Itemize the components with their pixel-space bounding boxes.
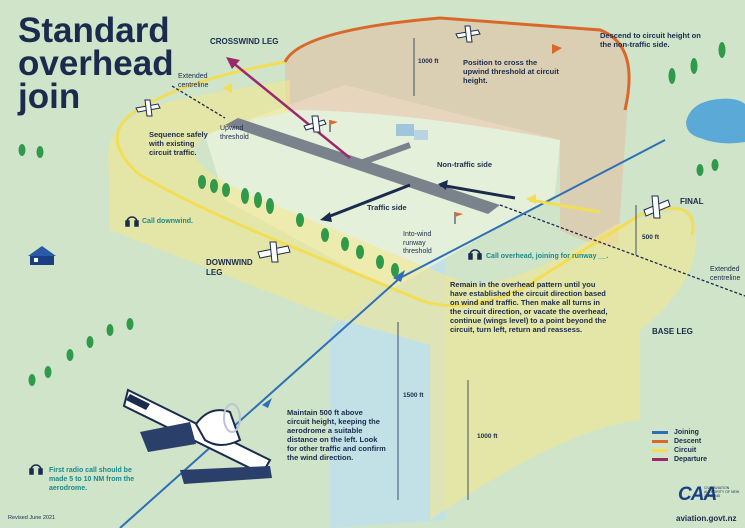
runway	[225, 118, 500, 214]
joining-arrow-2	[393, 270, 405, 282]
extended-centreline-label-right: Extended centreline	[710, 266, 741, 282]
first-call-note: First radio call should be made 5 to 10 …	[49, 467, 135, 492]
altitude-mid: 1500 ft	[403, 392, 424, 399]
call-downwind-note: Call downwind.	[142, 218, 193, 225]
lake-icon	[686, 98, 745, 144]
altitude-top: 1000 ft	[418, 58, 439, 65]
circuit-wall	[108, 80, 696, 520]
website-link[interactable]: aviation.govt.nz	[676, 514, 737, 523]
legend-label: Departure	[674, 456, 708, 463]
descent-wall	[285, 18, 630, 246]
crosswind-leg-label: CROSSWIND LEG	[210, 37, 279, 46]
non-traffic-side-label: Non-traffic side	[437, 160, 493, 169]
windsock-icon	[329, 120, 338, 132]
upwind-threshold-label: Upwind threshold	[220, 125, 249, 141]
caa-logo: CAA	[678, 484, 717, 505]
airplane-icon	[135, 25, 671, 263]
altitude-final: 500 ft	[642, 234, 659, 241]
base-leg-label: BASE LEG	[652, 327, 693, 336]
call-overhead-note: Call overhead, joining for runway __.	[486, 253, 609, 260]
position-note: Position to cross the upwind threshold a…	[463, 58, 559, 85]
extended-centreline-left	[171, 85, 226, 119]
departure-arrow	[226, 57, 240, 69]
hangar-icon	[396, 124, 428, 140]
extended-centreline-right	[499, 204, 745, 297]
legend-swatch	[652, 449, 668, 452]
legend-item-circuit: Circuit	[652, 446, 736, 455]
legend-swatch	[652, 431, 668, 434]
legend-item-departure: Departure	[652, 455, 736, 464]
page-title: Standard overhead join	[18, 11, 188, 116]
airplane-icon	[122, 388, 272, 484]
sequence-note: Sequence safely with existing circuit tr…	[149, 130, 208, 157]
maintain-note: Maintain 500 ft above circuit height, ke…	[287, 408, 386, 462]
caa-logo-subtitle: CIVIL AVIATION AUTHORITY OF NEW ZEALAND	[704, 486, 740, 498]
title-line-2: overhead	[18, 44, 174, 83]
descend-note: Descend to circuit height on the non-tra…	[600, 31, 701, 49]
descent-arrow	[552, 44, 562, 54]
revised-date: Revised June 2021	[8, 515, 56, 521]
legend: Joining Descent Circuit Departure	[652, 428, 736, 464]
title-line-1: Standard	[18, 11, 170, 50]
legend-item-descent: Descent	[652, 437, 736, 446]
legend-swatch	[652, 440, 668, 443]
headset-icon	[29, 216, 482, 475]
windsock-icon	[454, 212, 463, 224]
tree-icon	[18, 42, 726, 386]
aerodrome-area	[205, 85, 560, 290]
remain-note: Remain in the overhead pattern until you…	[450, 280, 608, 334]
traffic-side-label: Traffic side	[367, 203, 407, 212]
legend-item-joining: Joining	[652, 428, 736, 437]
title-line-3: join	[18, 77, 81, 116]
legend-label: Descent	[674, 438, 702, 445]
legend-label: Joining	[674, 429, 699, 436]
altitude-bottom: 1000 ft	[477, 433, 498, 440]
downwind-leg-label: DOWNWIND LEG	[206, 258, 253, 277]
house-icon	[28, 246, 56, 265]
final-leg-label: FINAL	[680, 197, 704, 206]
legend-swatch	[652, 458, 668, 461]
joining-arrow-1	[262, 398, 272, 408]
descent-line	[283, 16, 631, 111]
departure-line	[231, 61, 351, 159]
extended-centreline-label-left: Extended centreline	[178, 73, 209, 89]
legend-label: Circuit	[674, 447, 697, 454]
into-wind-threshold-label: Into-wind runway threshold	[403, 231, 432, 255]
